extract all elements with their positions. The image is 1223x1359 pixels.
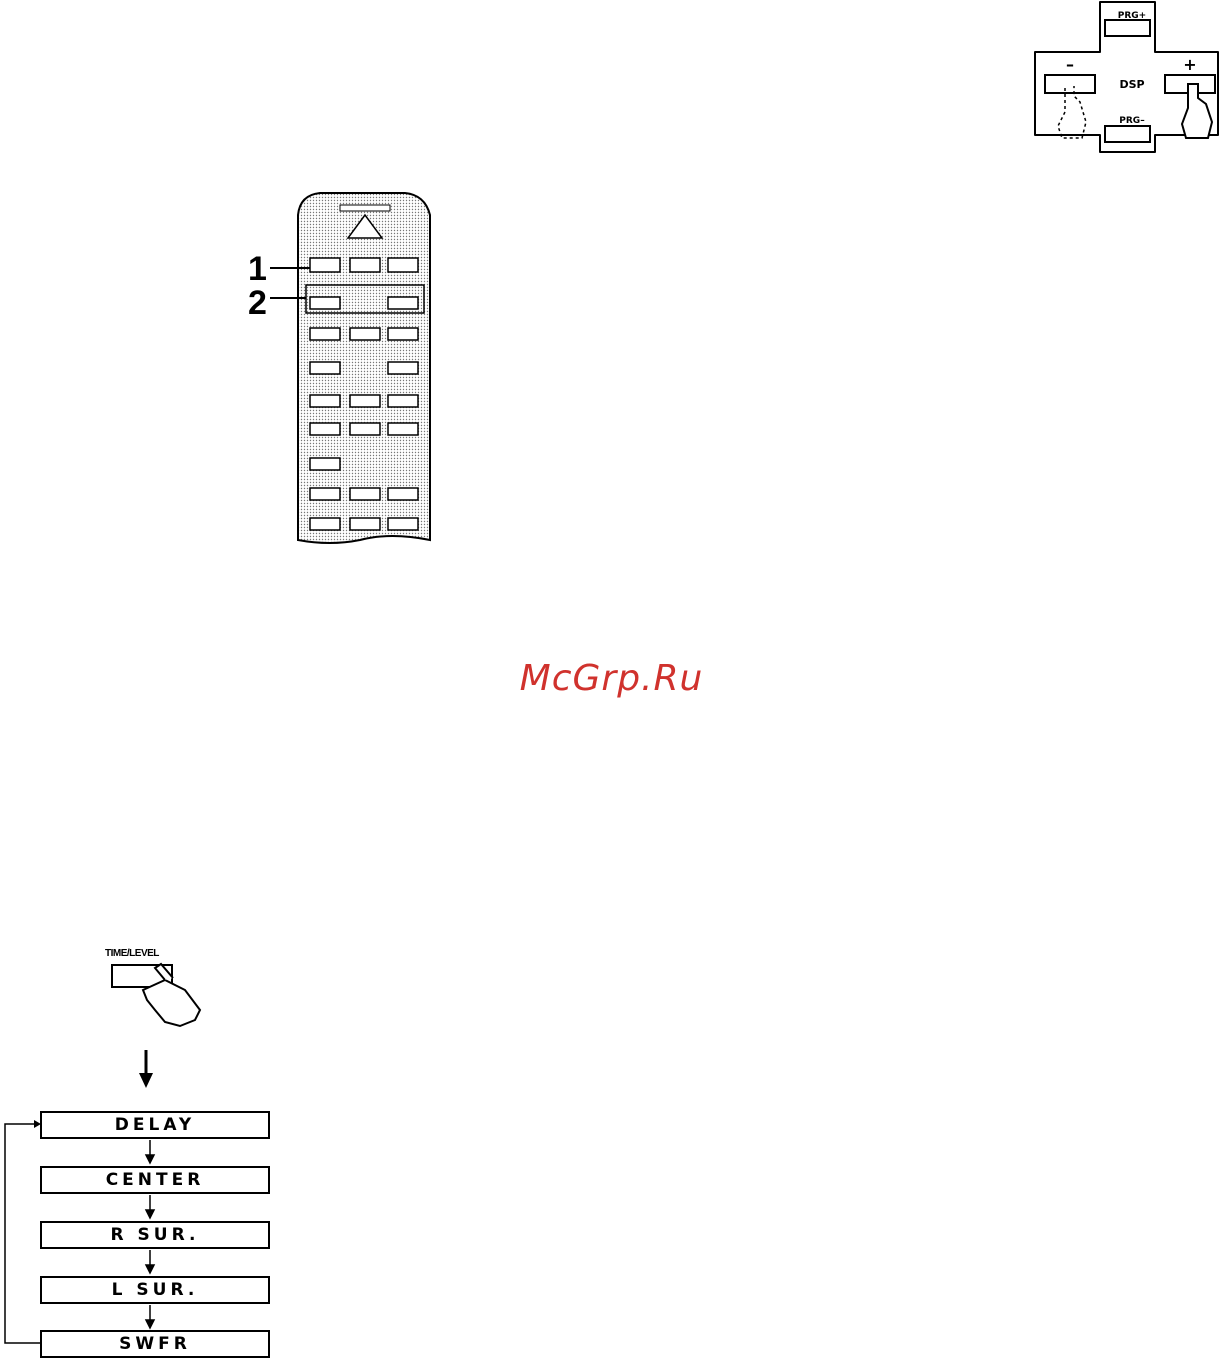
flow-box-swfr: SWFR: [40, 1330, 270, 1358]
dsp-center-label: DSP: [1119, 78, 1144, 91]
plus-label: +: [1183, 55, 1196, 74]
prg-minus-button[interactable]: [1105, 126, 1150, 142]
prg-minus-label: PRG–: [1119, 116, 1145, 126]
watermark: McGrp.Ru: [0, 658, 1223, 699]
flow-box-delay: DELAY: [40, 1111, 270, 1139]
dsp-cross-pad: PRG+ DSP – + PRG–: [1030, 0, 1223, 160]
flow-box-center: CENTER: [40, 1166, 270, 1194]
time-level-illustration: TIME/LEVEL: [95, 940, 215, 1030]
flow-box-r-sur: R SUR.: [40, 1221, 270, 1249]
minus-label: –: [1066, 55, 1074, 74]
time-level-label: TIME/LEVEL: [105, 948, 159, 959]
remote-control: 1 2: [240, 190, 440, 550]
step-1-label: 1: [248, 252, 267, 286]
hand-icon: [143, 980, 200, 1026]
prg-plus-label: PRG+: [1118, 11, 1146, 21]
flow-box-l-sur: L SUR.: [40, 1276, 270, 1304]
flow-connectors: [0, 1040, 300, 1359]
dsp-minus-button[interactable]: [1045, 75, 1095, 93]
prg-plus-button[interactable]: [1105, 20, 1150, 36]
step-2-label: 2: [248, 286, 267, 320]
